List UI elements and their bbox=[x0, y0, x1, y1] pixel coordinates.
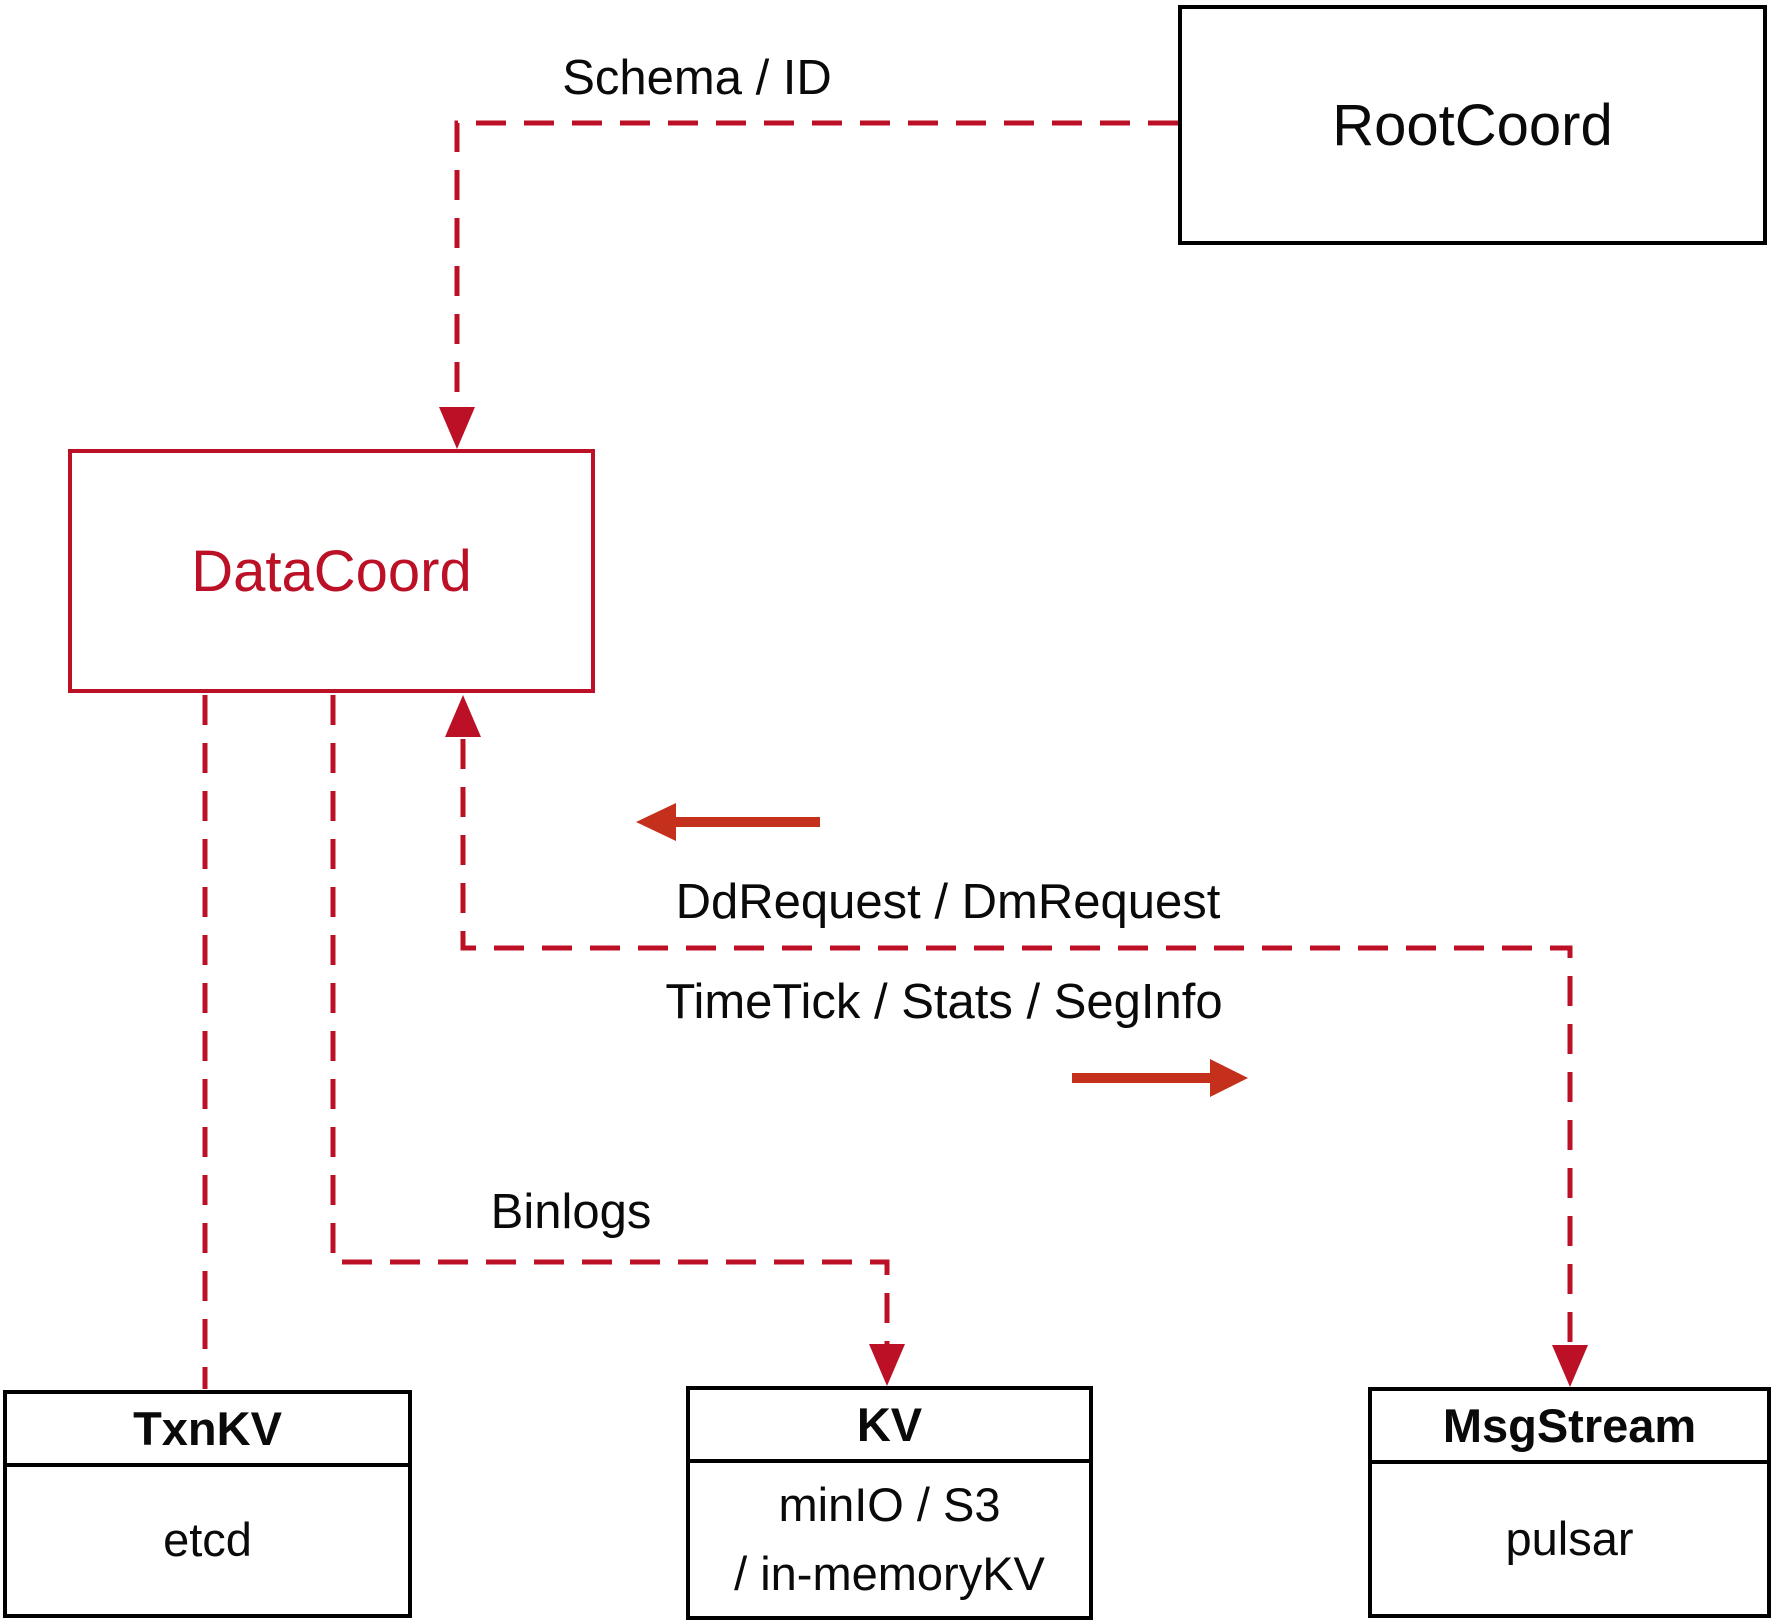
datacoord-label: DataCoord bbox=[191, 538, 472, 604]
edge-label-binlogs: Binlogs bbox=[490, 1185, 652, 1239]
kv-subtitle: minIO / S3 / in-memoryKV bbox=[690, 1463, 1089, 1616]
edge-label-schema-id: Schema / ID bbox=[562, 51, 832, 105]
right-direction-arrow-icon bbox=[1072, 1059, 1248, 1097]
txnkv-title: TxnKV bbox=[7, 1394, 408, 1467]
kv-subtitle-line1: minIO / S3 bbox=[778, 1478, 1001, 1532]
schema-id-connector bbox=[454, 120, 1178, 409]
msgstream-subtitle: pulsar bbox=[1505, 1511, 1634, 1565]
txnkv-subtitle: etcd bbox=[163, 1513, 252, 1567]
binlogs-arrowhead-icon bbox=[869, 1344, 905, 1386]
msgstream-node: MsgStream pulsar bbox=[1368, 1387, 1771, 1618]
rootcoord-label: RootCoord bbox=[1332, 92, 1613, 158]
kv-node: KV minIO / S3 / in-memoryKV bbox=[686, 1386, 1093, 1620]
edge-label-timetick: TimeTick / Stats / SegInfo bbox=[665, 975, 1223, 1029]
rootcoord-node: RootCoord bbox=[1178, 5, 1767, 245]
msgstream-connector bbox=[460, 739, 1573, 1347]
kv-title: KV bbox=[690, 1390, 1089, 1463]
txnkv-node: TxnKV etcd bbox=[3, 1390, 412, 1618]
binlogs-connector bbox=[330, 695, 890, 1346]
left-direction-arrow-icon bbox=[636, 803, 820, 841]
kv-subtitle-line2: / in-memoryKV bbox=[734, 1546, 1045, 1600]
msgstream-title: MsgStream bbox=[1372, 1391, 1767, 1464]
edge-label-ddrequest: DdRequest / DmRequest bbox=[675, 875, 1221, 929]
msgstream-arrowhead-icon bbox=[1552, 1345, 1588, 1387]
datacoord-node: DataCoord bbox=[68, 449, 595, 693]
ddrequest-arrowhead-icon bbox=[445, 695, 481, 737]
schema-id-arrowhead-icon bbox=[439, 407, 475, 449]
